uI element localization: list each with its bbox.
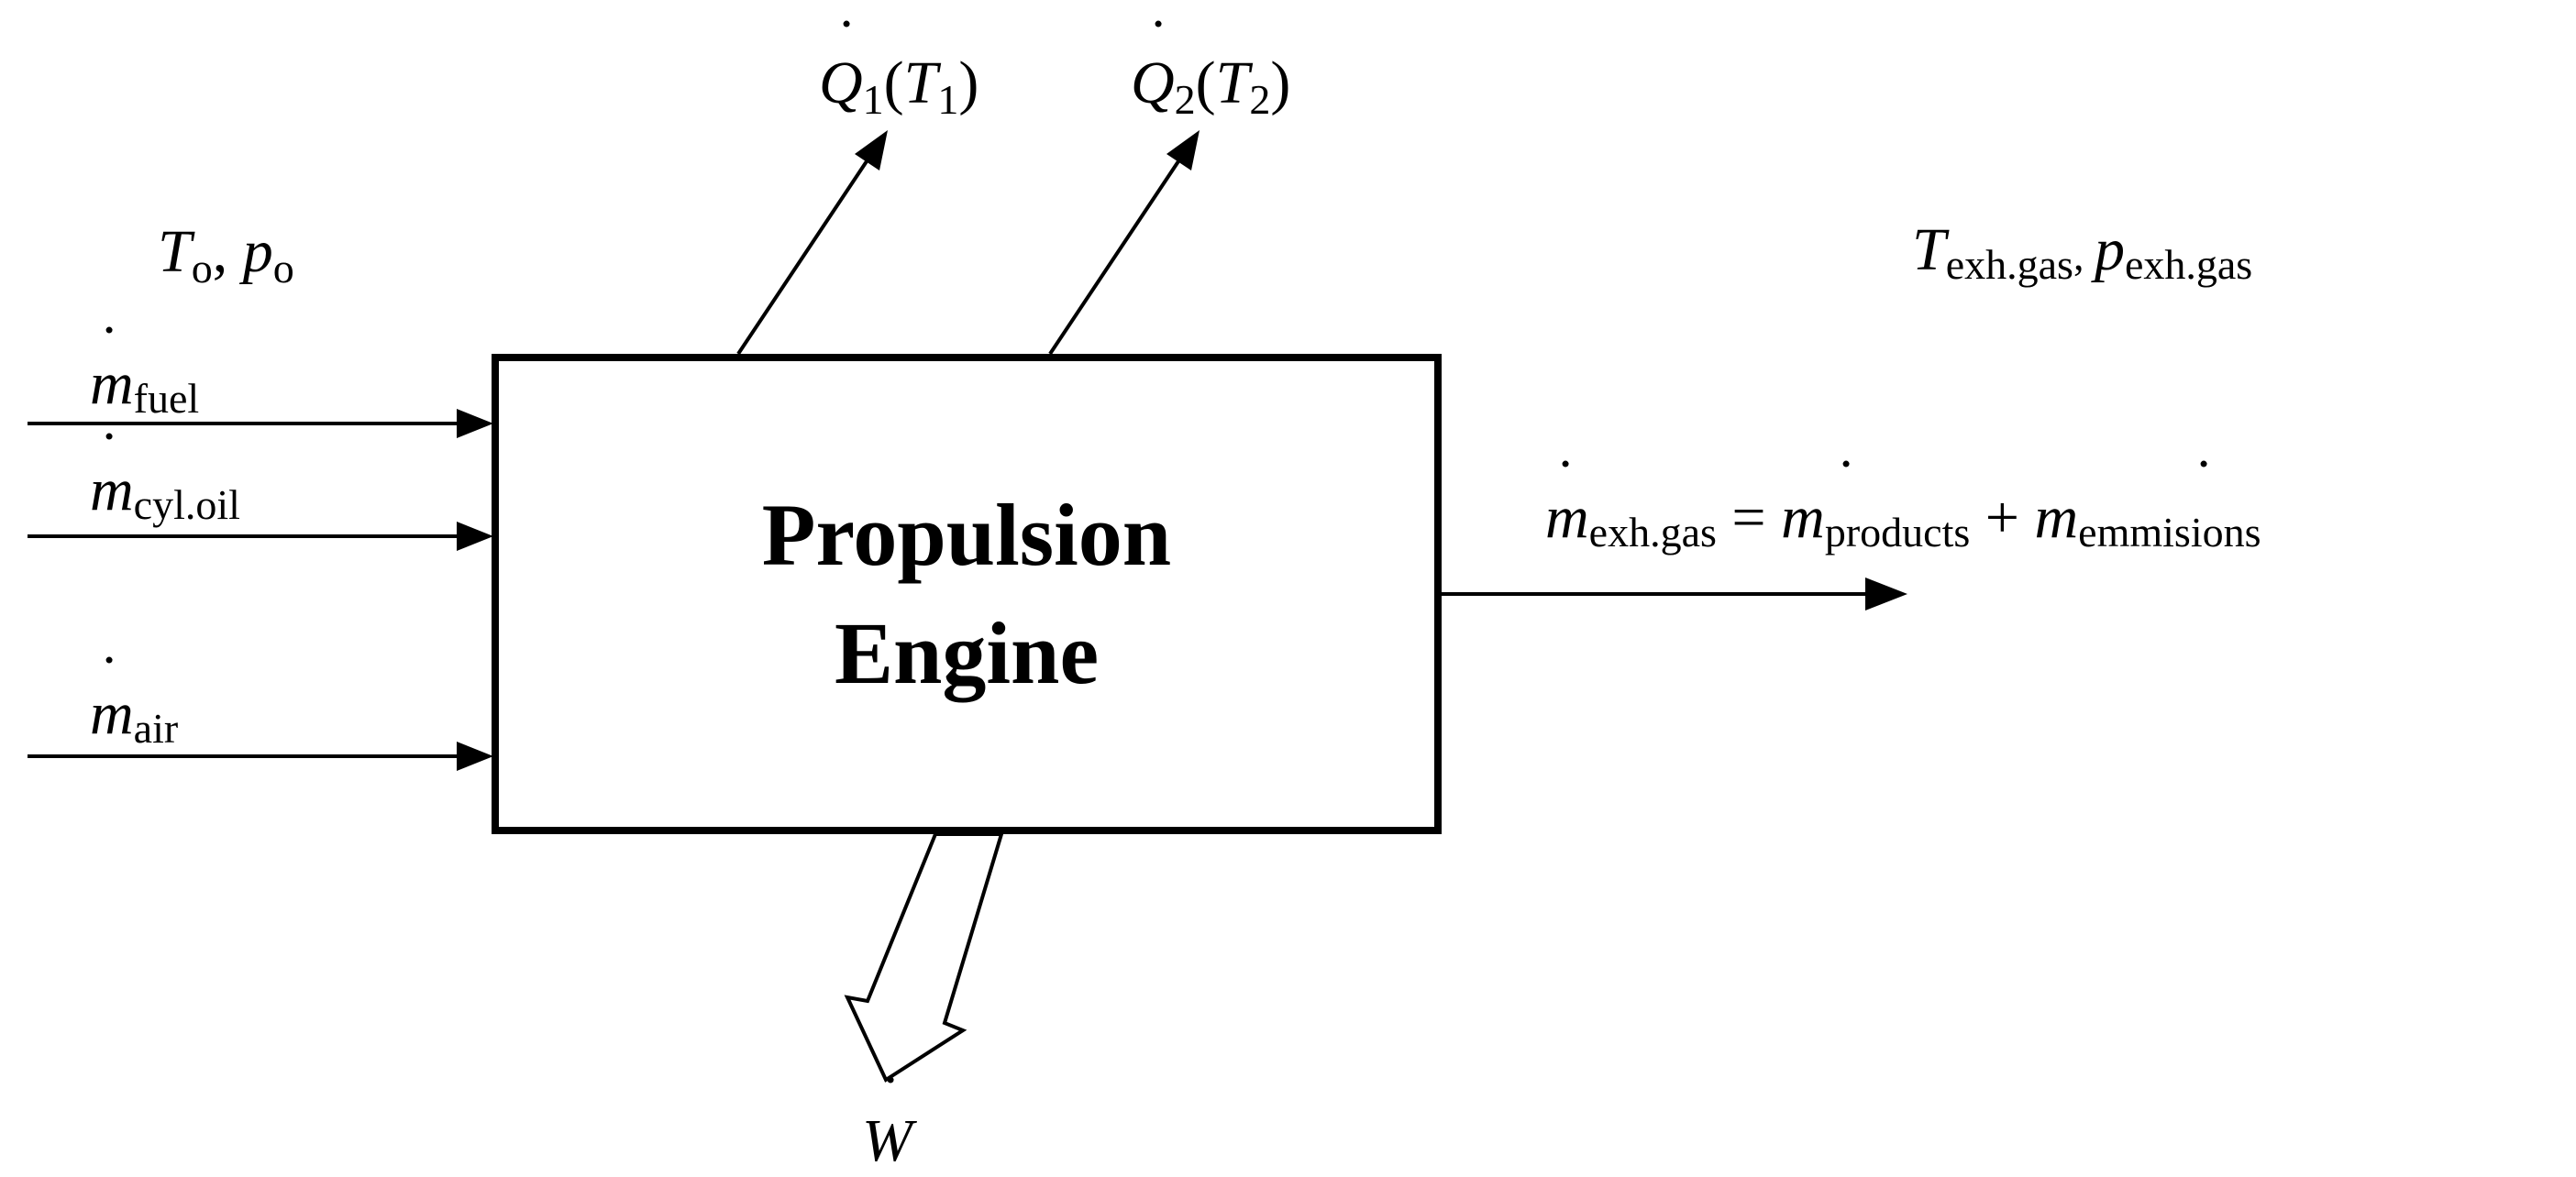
work-label: W — [862, 1107, 917, 1174]
cyl-oil-input-arrow-head — [457, 522, 493, 551]
heat-1-label: Q1(T1) — [819, 50, 978, 123]
heat-2-arrow-line — [1048, 160, 1180, 356]
cyl-oil-mass-flow-label: mcyl.oil — [90, 456, 240, 528]
heat-1-arrow-line — [736, 160, 868, 356]
heat-2-label: Q2(T2) — [1131, 50, 1290, 123]
exhaust-flow-dot-3: ˙ — [2194, 447, 2214, 514]
exhaust-flow-dot-1: ˙ — [1555, 447, 1575, 514]
air-mass-flow-dot: ˙ — [99, 644, 119, 710]
ambient-conditions-label: To, po — [158, 218, 294, 292]
exhaust-mass-flow-equation: mexh.gas = mproducts + memmisions — [1545, 484, 2261, 556]
exhaust-conditions-label: Texh.gas, pexh.gas — [1912, 216, 2252, 288]
exhaust-flow-dot-2: ˙ — [1836, 447, 1856, 514]
engine-title-line2: Engine — [835, 604, 1099, 702]
heat-1-dot: ˙ — [836, 7, 857, 74]
engine-box — [492, 354, 1442, 834]
work-output-arrow — [844, 832, 1004, 1083]
engine-title-line1: Propulsion — [762, 486, 1171, 584]
air-mass-flow-label: mair — [90, 680, 178, 752]
heat-2-dot: ˙ — [1148, 7, 1168, 74]
fuel-mass-flow-dot: ˙ — [99, 314, 119, 380]
work-dot: ˙ — [880, 1063, 901, 1130]
exhaust-arrow-head — [1865, 578, 1907, 610]
fuel-input-arrow-head — [457, 409, 493, 438]
heat-2-arrow-head — [1166, 130, 1200, 170]
air-input-arrow-head — [457, 742, 493, 771]
fuel-mass-flow-label: mfuel — [90, 350, 199, 422]
heat-1-arrow-head — [855, 130, 888, 170]
cyl-oil-mass-flow-dot: ˙ — [99, 420, 119, 487]
